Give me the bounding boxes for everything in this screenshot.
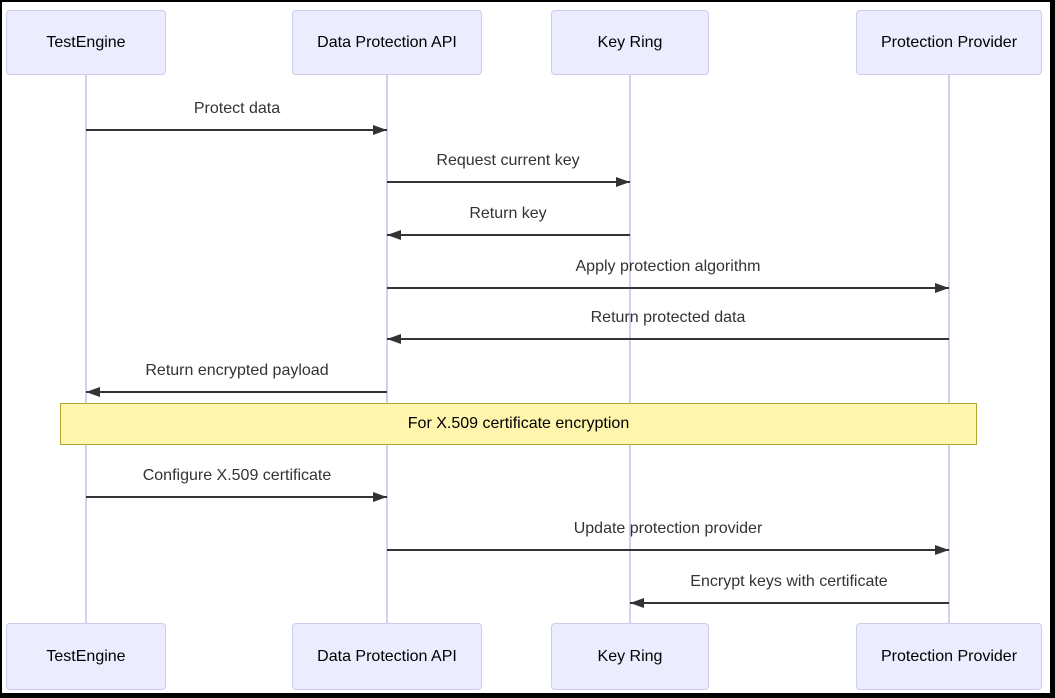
message-line	[86, 129, 387, 131]
participant-label: Data Protection API	[317, 33, 457, 51]
participant-label: Key Ring	[597, 33, 663, 51]
message-line	[387, 287, 949, 289]
message-label-encrypt-keys-with-certificate: Encrypt keys with certificate	[690, 573, 888, 590]
participant-testengine-top: TestEngine	[6, 10, 166, 75]
participant-key-ring-bottom: Key Ring	[551, 623, 709, 690]
message-line	[387, 234, 630, 236]
lifeline-testengine	[85, 75, 87, 623]
note-text: For X.509 certificate encryption	[407, 415, 630, 432]
lifeline-protection-provider	[948, 75, 950, 623]
arrowhead-left-icon	[86, 387, 100, 397]
message-label-update-protection-provider: Update protection provider	[573, 520, 763, 537]
arrowhead-right-icon	[373, 492, 387, 502]
arrowhead-right-icon	[373, 125, 387, 135]
message-line	[387, 549, 949, 551]
participant-protection-provider-top: Protection Provider	[856, 10, 1042, 75]
note-box: For X.509 certificate encryption	[60, 403, 977, 445]
participant-data-protection-api-bottom: Data Protection API	[292, 623, 482, 690]
participant-protection-provider-bottom: Protection Provider	[856, 623, 1042, 690]
message-line	[387, 181, 630, 183]
message-line	[387, 338, 949, 340]
participant-testengine-bottom: TestEngine	[6, 623, 166, 690]
arrowhead-left-icon	[387, 230, 401, 240]
participant-label: Data Protection API	[317, 647, 457, 665]
message-label-configure-x509-certificate: Configure X.509 certificate	[142, 467, 332, 484]
message-line	[630, 602, 949, 604]
arrowhead-right-icon	[935, 283, 949, 293]
participant-label: Protection Provider	[880, 647, 1018, 665]
arrowhead-left-icon	[387, 334, 401, 344]
participant-label: TestEngine	[46, 33, 126, 51]
message-label-return-protected-data: Return protected data	[590, 309, 746, 326]
participant-key-ring-top: Key Ring	[551, 10, 709, 75]
message-label-protect-data: Protect data	[193, 100, 281, 117]
arrowhead-right-icon	[616, 177, 630, 187]
message-label-request-current-key: Request current key	[436, 152, 580, 169]
message-label-return-encrypted-payload: Return encrypted payload	[145, 362, 329, 379]
lifeline-key-ring	[629, 75, 631, 623]
participant-label: Key Ring	[597, 647, 663, 665]
participant-data-protection-api-top: Data Protection API	[292, 10, 482, 75]
message-label-return-key: Return key	[469, 205, 547, 222]
participant-label: Protection Provider	[880, 33, 1018, 51]
arrowhead-left-icon	[630, 598, 644, 608]
arrowhead-right-icon	[935, 545, 949, 555]
participant-label: TestEngine	[46, 647, 126, 665]
message-label-apply-protection-algorithm: Apply protection algorithm	[575, 258, 761, 275]
message-line	[86, 496, 387, 498]
message-line	[86, 391, 387, 393]
lifeline-data-protection-api	[386, 75, 388, 623]
